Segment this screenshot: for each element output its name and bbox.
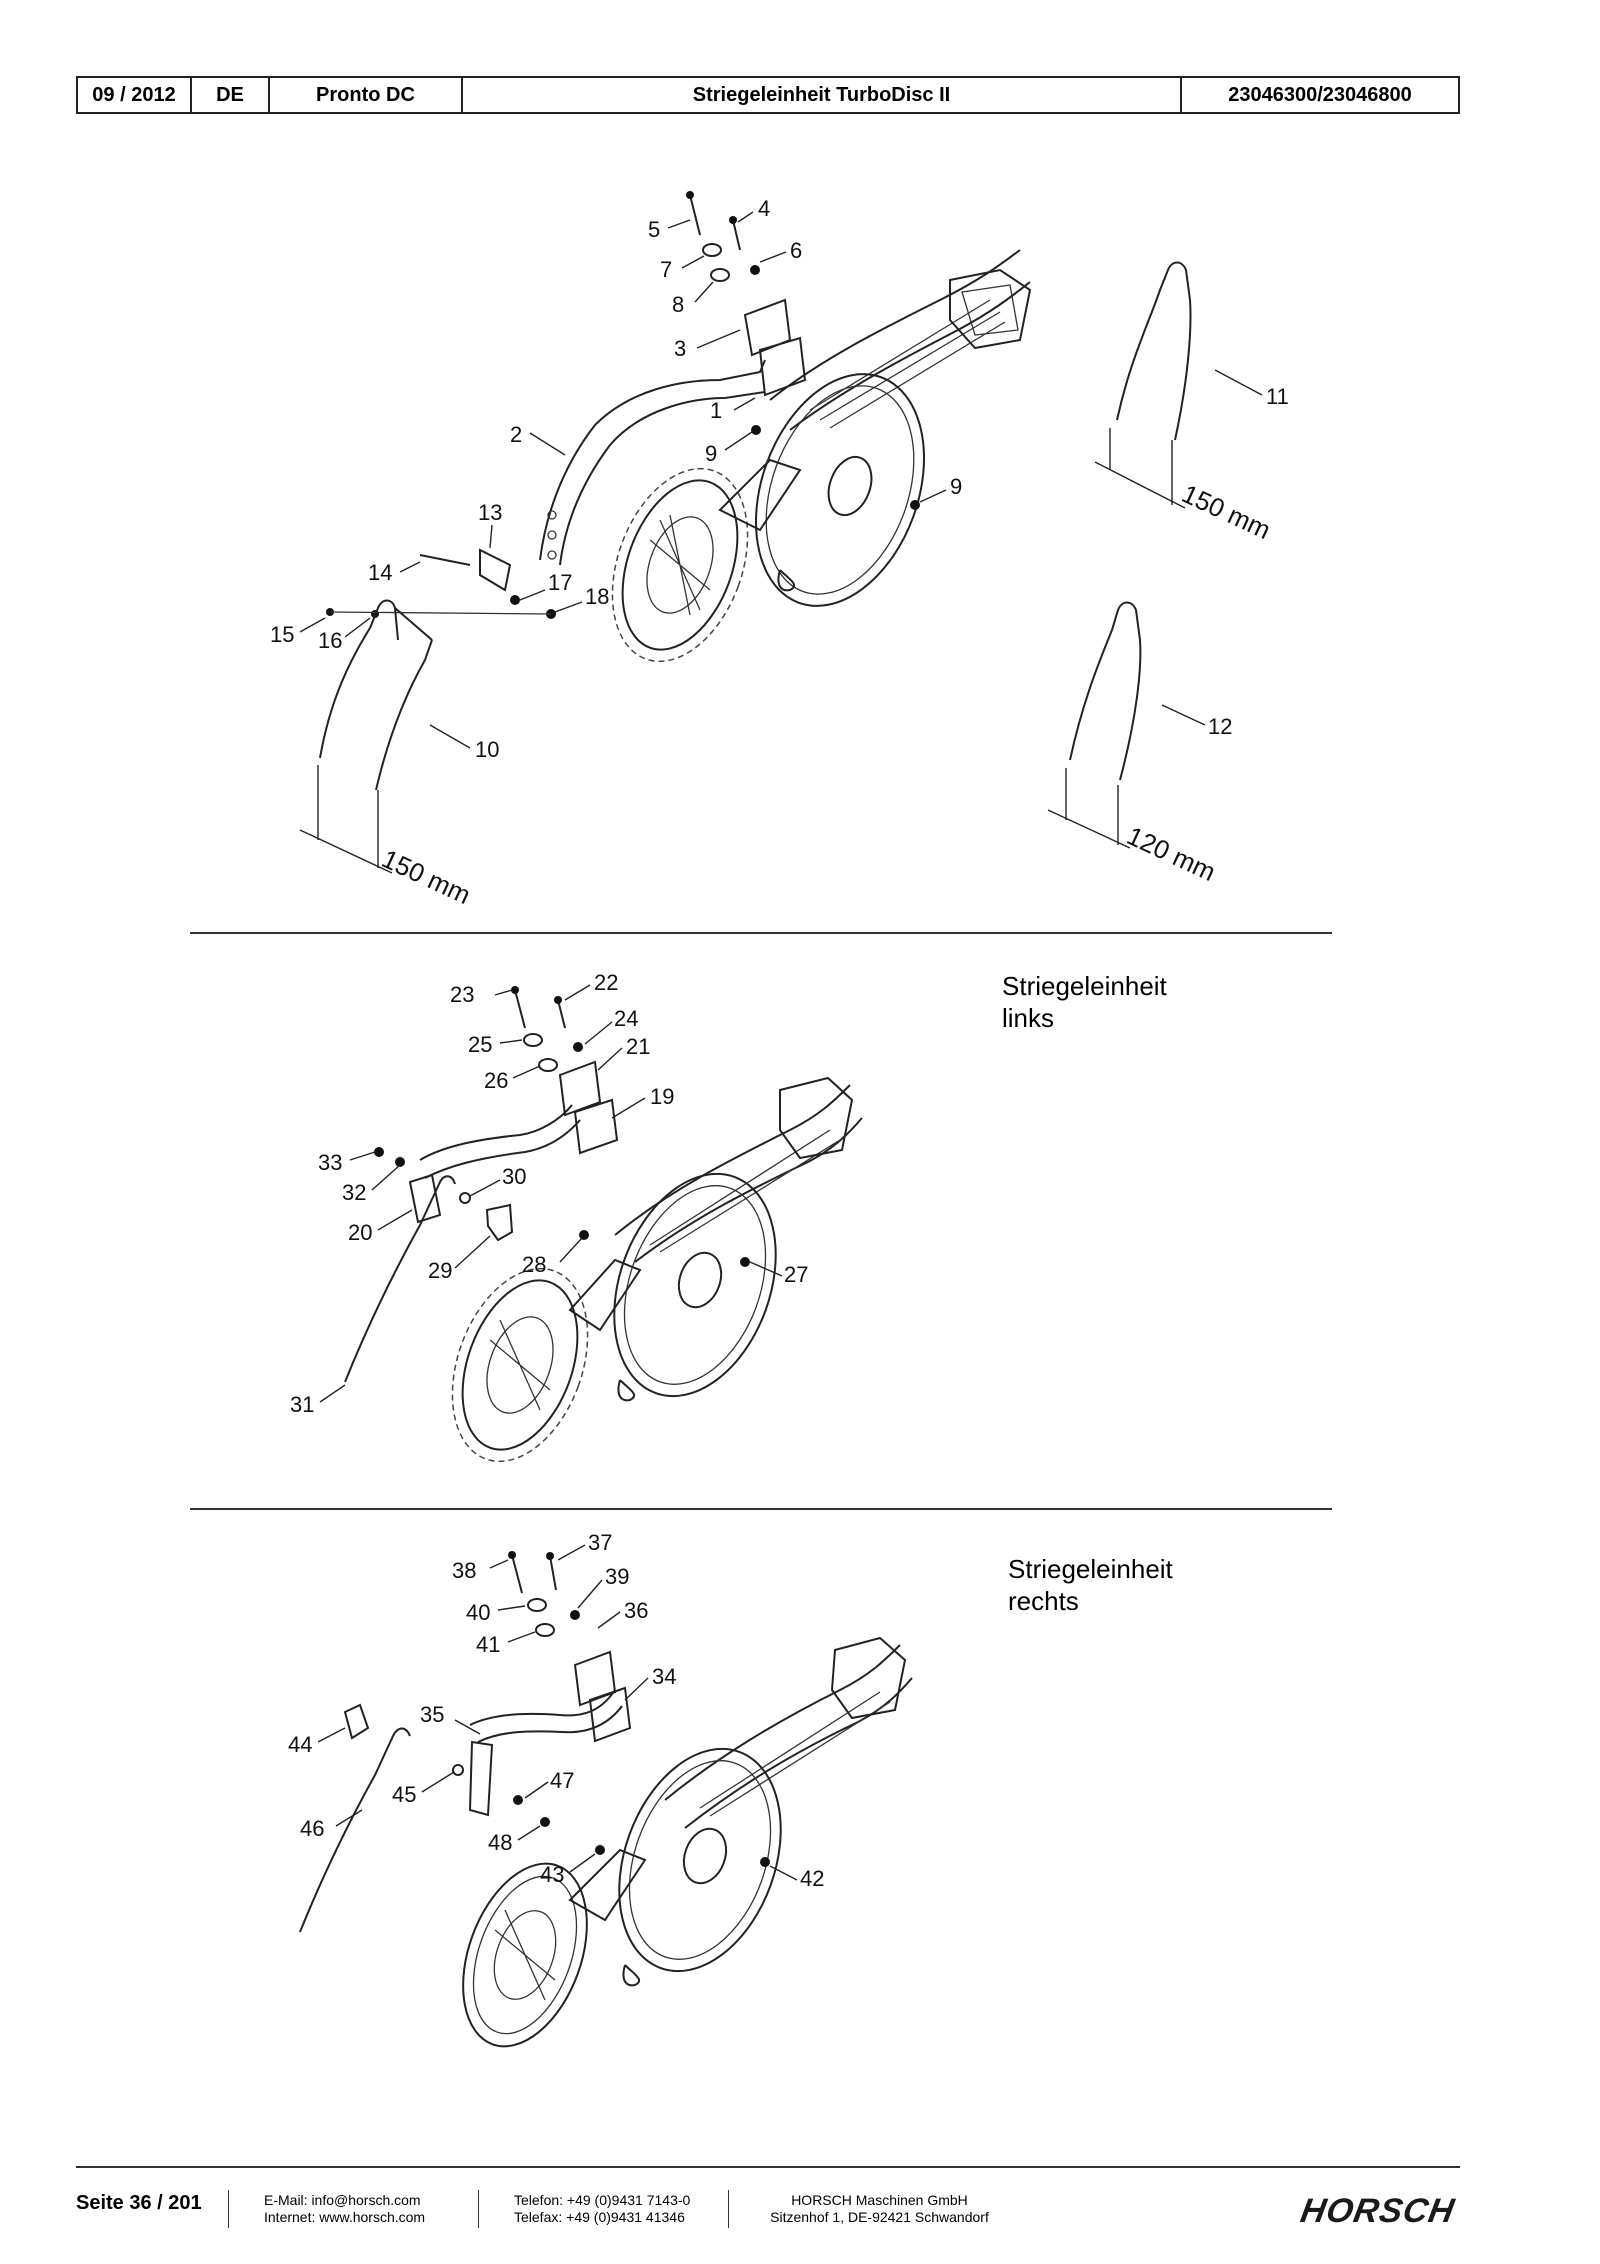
footer-phone: Telefon: +49 (0)9431 7143-0 — [514, 2192, 691, 2208]
callout-1: 1 — [710, 398, 722, 423]
callout-44: 44 — [288, 1732, 312, 1757]
callout-22: 22 — [594, 970, 618, 995]
callout-2: 2 — [510, 422, 522, 447]
footer-internet[interactable]: Internet: www.horsch.com — [264, 2209, 426, 2225]
footer-rule — [76, 2166, 1460, 2168]
section-title-right-line2: rechts — [1008, 1586, 1079, 1616]
page-number: Seite 36 / 201 — [76, 2192, 202, 2214]
callout-45: 45 — [392, 1782, 416, 1807]
section-title-right: Striegeleinheit rechts — [1008, 1553, 1173, 1617]
callout-40: 40 — [466, 1600, 490, 1625]
callout-9a: 9 — [705, 441, 717, 466]
callout-18: 18 — [585, 584, 609, 609]
callout-4: 4 — [758, 196, 770, 221]
section-title-left-line2: links — [1002, 1003, 1055, 1033]
callout-30: 30 — [502, 1164, 526, 1189]
callout-5: 5 — [648, 217, 660, 242]
top-assembly: 150 mm 150 mm 120 mm 1 2 3 4 5 6 7 8 9 9… — [270, 191, 1289, 910]
callout-9b: 9 — [950, 474, 962, 499]
callout-37: 37 — [588, 1530, 612, 1555]
callout-42: 42 — [800, 1866, 824, 1891]
footer-divider — [478, 2190, 479, 2228]
callout-15: 15 — [270, 622, 294, 647]
callout-12: 12 — [1208, 714, 1232, 739]
callout-16: 16 — [318, 628, 342, 653]
footer-divider — [228, 2190, 229, 2228]
callout-26: 26 — [484, 1068, 508, 1093]
footer-email[interactable]: E-Mail: info@horsch.com — [264, 2192, 421, 2208]
footer: Seite 36 / 201 E-Mail: info@horsch.com I… — [76, 2180, 1460, 2240]
callout-36: 36 — [624, 1598, 648, 1623]
footer-divider — [728, 2190, 729, 2228]
callout-11: 11 — [1266, 384, 1289, 409]
dimension-tine-11: 150 mm — [1177, 478, 1275, 545]
section-title-right-line1: Striegeleinheit — [1008, 1554, 1173, 1584]
section-title-left-line1: Striegeleinheit — [1002, 971, 1167, 1001]
callout-24: 24 — [614, 1006, 638, 1031]
callout-32: 32 — [342, 1180, 366, 1205]
callout-19: 19 — [650, 1084, 674, 1109]
callout-39: 39 — [605, 1564, 629, 1589]
callout-14: 14 — [368, 560, 392, 585]
callout-6: 6 — [790, 238, 802, 263]
footer-company: HORSCH Maschinen GmbH Sitzenhof 1, DE-92… — [762, 2192, 997, 2226]
callout-33: 33 — [318, 1150, 342, 1175]
callout-3: 3 — [674, 336, 686, 361]
dimension-tine-10: 150 mm — [377, 843, 475, 910]
callout-34: 34 — [652, 1664, 676, 1689]
callout-28: 28 — [522, 1252, 546, 1277]
header-date: 09 / 2012 — [78, 78, 192, 112]
section-divider-1 — [190, 932, 1332, 934]
callout-38: 38 — [452, 1558, 476, 1583]
dimension-tine-12: 120 mm — [1122, 820, 1220, 887]
callout-17: 17 — [548, 570, 572, 595]
header-title: Striegeleinheit TurboDisc II — [463, 78, 1182, 112]
section-title-left: Striegeleinheit links — [1002, 970, 1167, 1034]
callout-46: 46 — [300, 1816, 324, 1841]
bottom-assembly: 34 35 36 37 38 39 40 41 42 43 44 45 46 4… — [288, 1530, 913, 2048]
callout-48: 48 — [488, 1830, 512, 1855]
callout-7: 7 — [660, 257, 672, 282]
horsch-logo: HORSCH — [1297, 2192, 1458, 2230]
header-table: 09 / 2012 DE Pronto DC Striegeleinheit T… — [76, 76, 1460, 114]
callout-10: 10 — [475, 737, 499, 762]
callout-25: 25 — [468, 1032, 492, 1057]
header-language: DE — [192, 78, 270, 112]
footer-company-address: Sitzenhof 1, DE-92421 Schwandorf — [770, 2209, 989, 2225]
footer-contact-web: E-Mail: info@horsch.com Internet: www.ho… — [264, 2192, 425, 2226]
callout-31: 31 — [290, 1392, 314, 1417]
header-machine: Pronto DC — [270, 78, 463, 112]
footer-fax: Telefax: +49 (0)9431 41346 — [514, 2209, 685, 2225]
middle-assembly: 19 20 21 22 23 24 25 26 27 28 29 30 31 3… — [290, 970, 863, 1463]
callout-47: 47 — [550, 1768, 574, 1793]
footer-contact-phone: Telefon: +49 (0)9431 7143-0 Telefax: +49… — [514, 2192, 690, 2226]
callout-41: 41 — [476, 1632, 500, 1657]
section-divider-2 — [190, 1508, 1332, 1510]
callout-8: 8 — [672, 292, 684, 317]
callout-43: 43 — [540, 1862, 564, 1887]
callout-20: 20 — [348, 1220, 372, 1245]
callout-21: 21 — [626, 1034, 650, 1059]
callout-29: 29 — [428, 1258, 452, 1283]
callout-35: 35 — [420, 1702, 444, 1727]
callout-13: 13 — [478, 500, 502, 525]
callout-27: 27 — [784, 1262, 808, 1287]
callout-23: 23 — [450, 982, 474, 1007]
header-part-numbers: 23046300/23046800 — [1228, 83, 1412, 106]
footer-company-name: HORSCH Maschinen GmbH — [791, 2192, 968, 2208]
